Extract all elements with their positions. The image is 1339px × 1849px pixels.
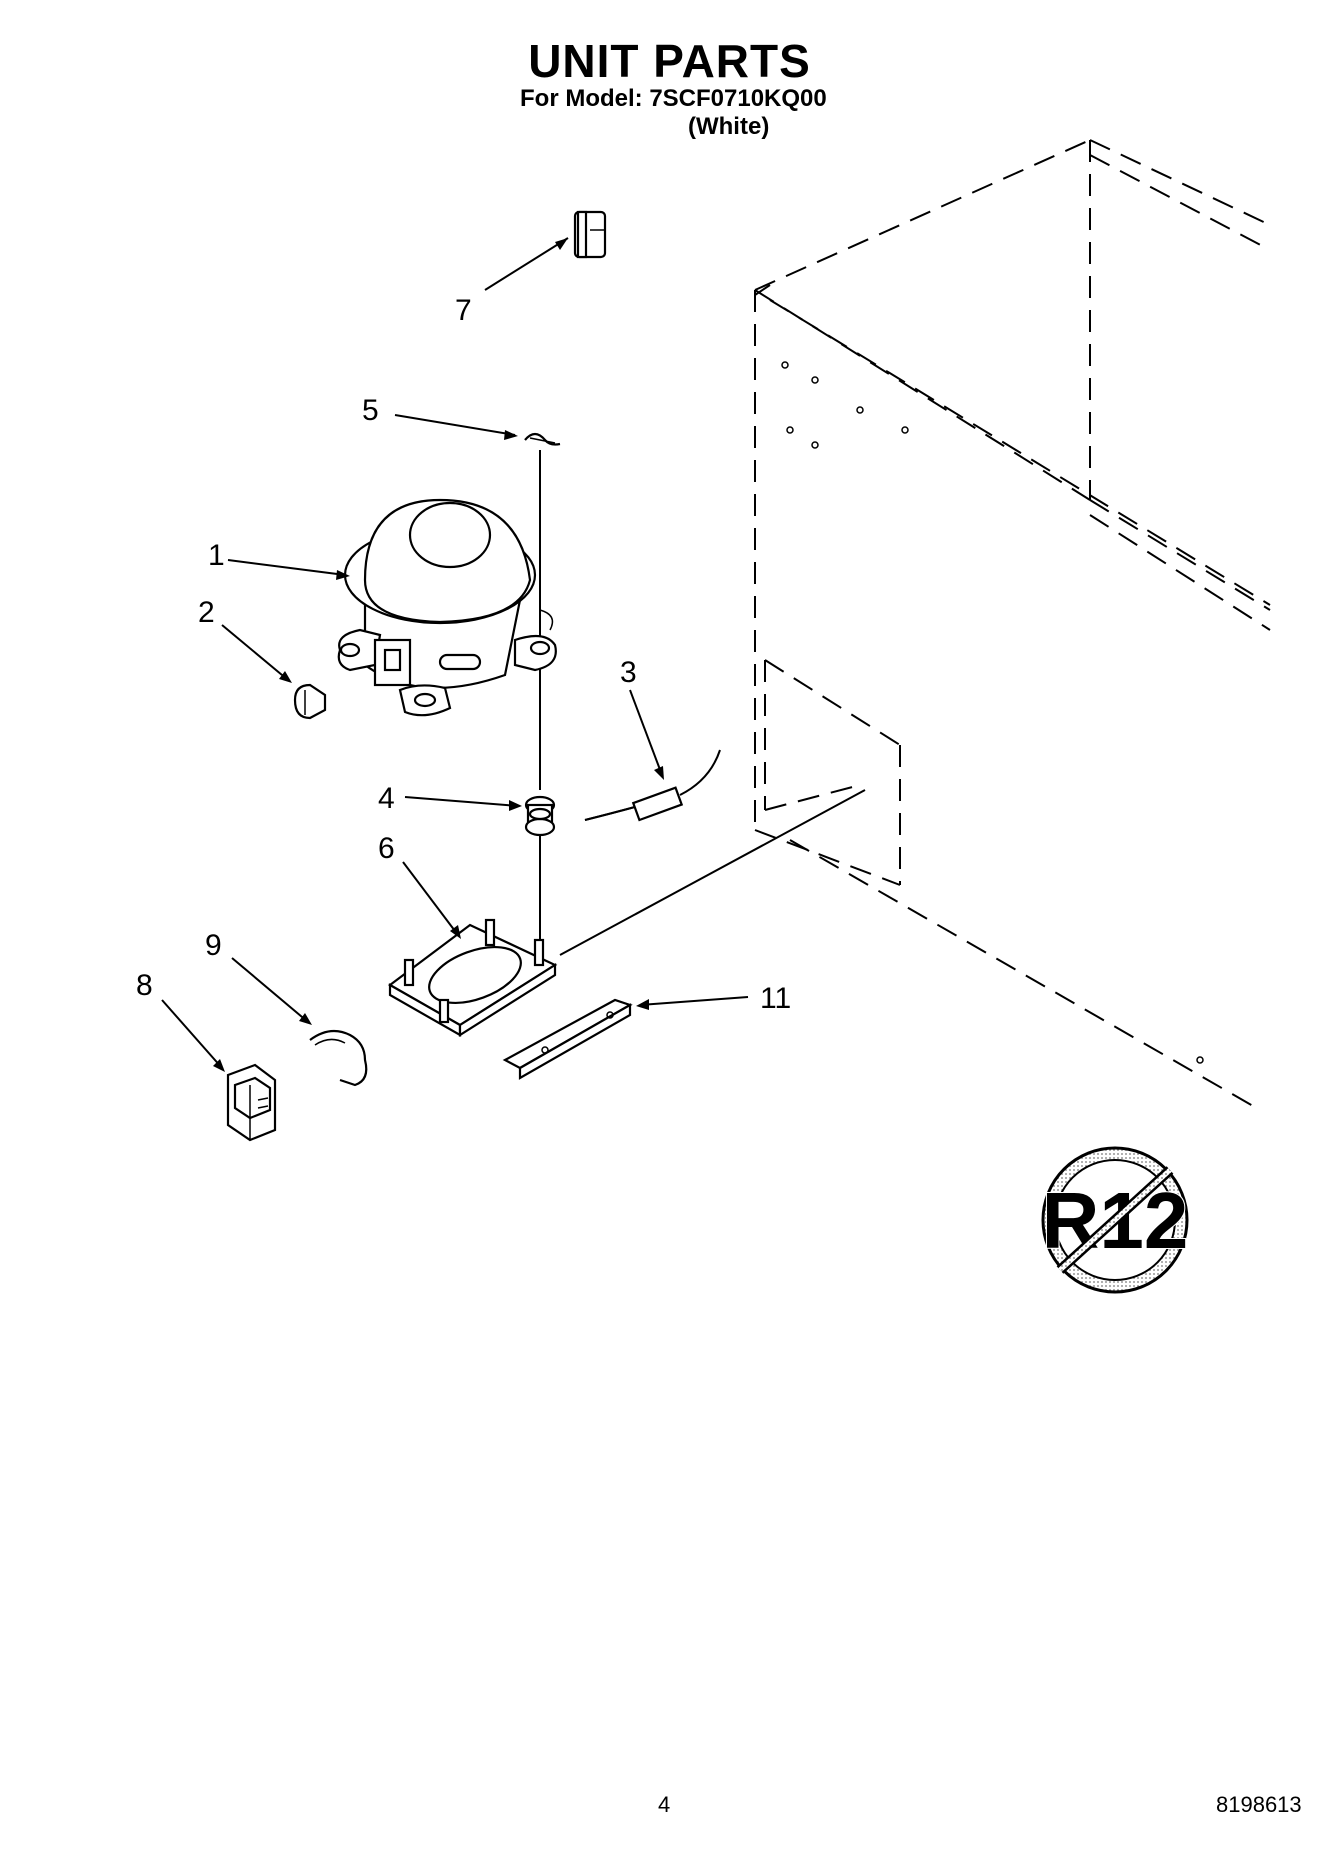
- callout-8-arrow: [161, 999, 223, 1069]
- callout-5: 5: [362, 394, 379, 427]
- color-note: (White): [688, 113, 770, 140]
- callout-9-arrowhead: [299, 1013, 312, 1025]
- callout-2-arrowhead: [279, 671, 292, 683]
- callout-8: 8: [136, 969, 153, 1002]
- callout-11-arrowhead: [636, 999, 649, 1010]
- page-title: UNIT PARTS: [528, 35, 811, 87]
- document-number: 8198613: [1216, 1792, 1302, 1817]
- part-6-base-plate: [388, 918, 558, 1037]
- part-11-bracket: [502, 998, 633, 1080]
- callout-7: 7: [455, 294, 472, 327]
- part-4-grommet: [524, 795, 556, 837]
- callout-11-arrow: [639, 996, 749, 1006]
- callout-9-arrow: [231, 957, 309, 1023]
- part-3-tube: [584, 749, 721, 822]
- callout-3: 3: [620, 656, 637, 689]
- callout-3-arrow: [629, 689, 663, 776]
- mounting-centerlines: [539, 450, 866, 956]
- callout-11: 11: [760, 982, 791, 1015]
- callout-9: 9: [205, 929, 222, 962]
- cabinet-phantom-outline: [754, 139, 1271, 1111]
- part-1-compressor: [337, 498, 557, 717]
- callout-4-arrowhead: [509, 800, 522, 811]
- callout-5-arrowhead: [504, 430, 518, 440]
- callout-7-arrow: [484, 237, 569, 291]
- callout-2-arrow: [221, 624, 289, 681]
- callout-3-arrowhead: [654, 766, 664, 780]
- callout-8-arrowhead: [213, 1059, 225, 1072]
- part-8-terminal-cover: [226, 1063, 277, 1142]
- part-2-clip: [293, 683, 327, 720]
- callout-6-arrow: [402, 861, 459, 936]
- callout-1-arrowhead: [336, 570, 350, 580]
- no-r12-badge: R12: [1041, 1146, 1189, 1294]
- model-line: For Model: 7SCF0710KQ00: [520, 85, 827, 112]
- callout-5-arrow: [394, 414, 516, 436]
- part-9-wire-clip: [309, 1029, 368, 1087]
- callout-2: 2: [198, 596, 215, 629]
- callout-6: 6: [378, 832, 395, 865]
- callout-1: 1: [208, 539, 225, 572]
- callout-6-arrowhead: [450, 925, 461, 939]
- part-5-clip: [524, 432, 561, 446]
- callout-4: 4: [378, 782, 395, 815]
- part-7-relay: [573, 210, 607, 259]
- callout-4-arrow: [404, 796, 519, 807]
- page-number: 4: [658, 1792, 671, 1817]
- callout-1-arrow: [227, 559, 346, 576]
- page-header: UNIT PARTS: [0, 36, 1339, 86]
- callout-7-arrowhead: [555, 238, 568, 250]
